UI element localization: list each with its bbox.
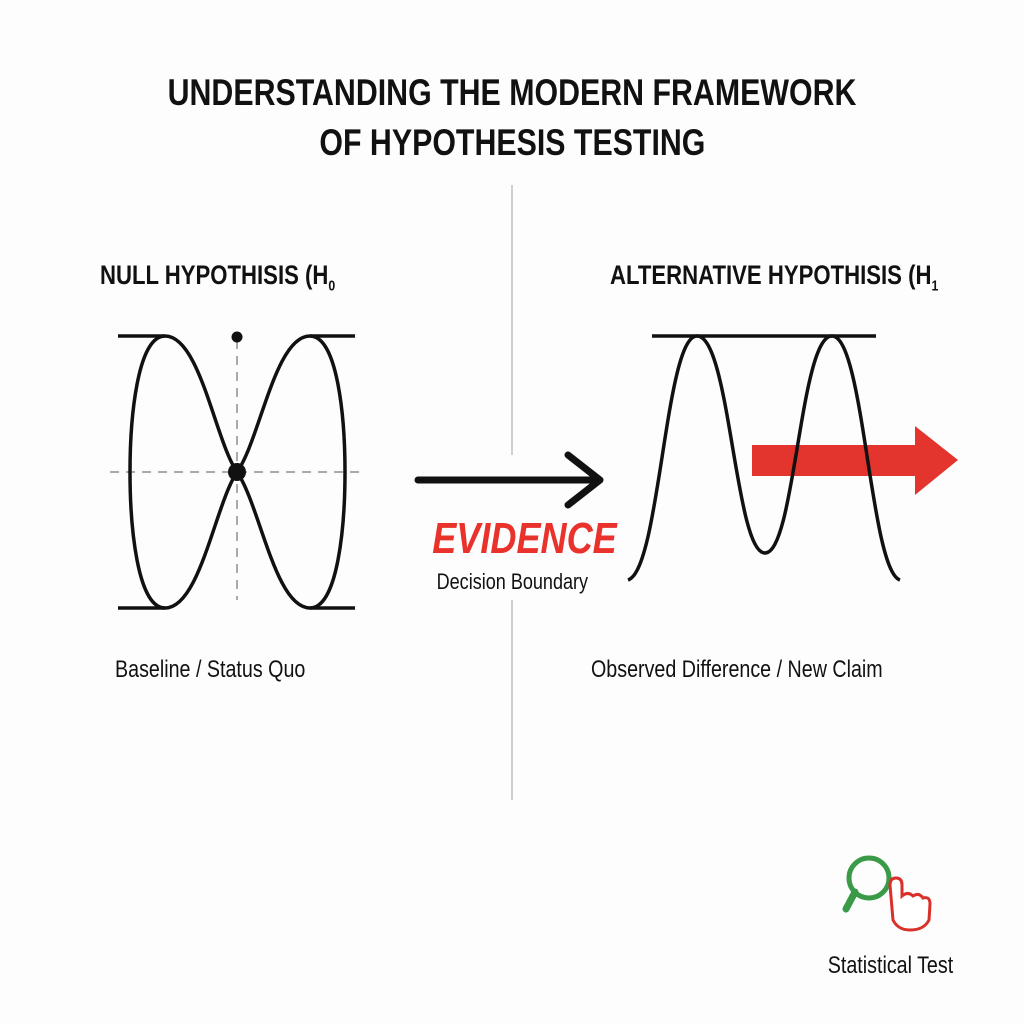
magnifier-pointer-icon [842,855,932,932]
evidence-arrow [414,451,604,509]
statistical-test-label: Statistical Test [827,952,953,979]
null-distribution-shape [110,334,365,610]
title-line-1: UNDERSTANDING THE MODERN FRAMEWORK [167,72,857,113]
evidence-label: EVIDENCE [432,514,617,563]
alternative-distribution-curve [627,334,901,582]
decision-boundary-label: Decision Boundary [436,569,588,594]
null-caption: Baseline / Status Quo [115,656,306,683]
title-line-2: OF HYPOTHESIS TESTING [318,122,706,163]
center-point [228,463,246,481]
top-point [231,331,243,343]
alternative-caption: Observed Difference / New Claim [591,656,883,683]
shift-arrow [752,426,958,495]
alternative-hypothesis-heading: ALTERNATIVE HYPOTHISIS (H1 [610,260,939,295]
page-title: UNDERSTANDING THE MODERN FRAMEWORK OF HY… [0,68,1024,168]
null-hypothesis-heading: NULL HYPOTHISIS (H0 [100,260,336,295]
